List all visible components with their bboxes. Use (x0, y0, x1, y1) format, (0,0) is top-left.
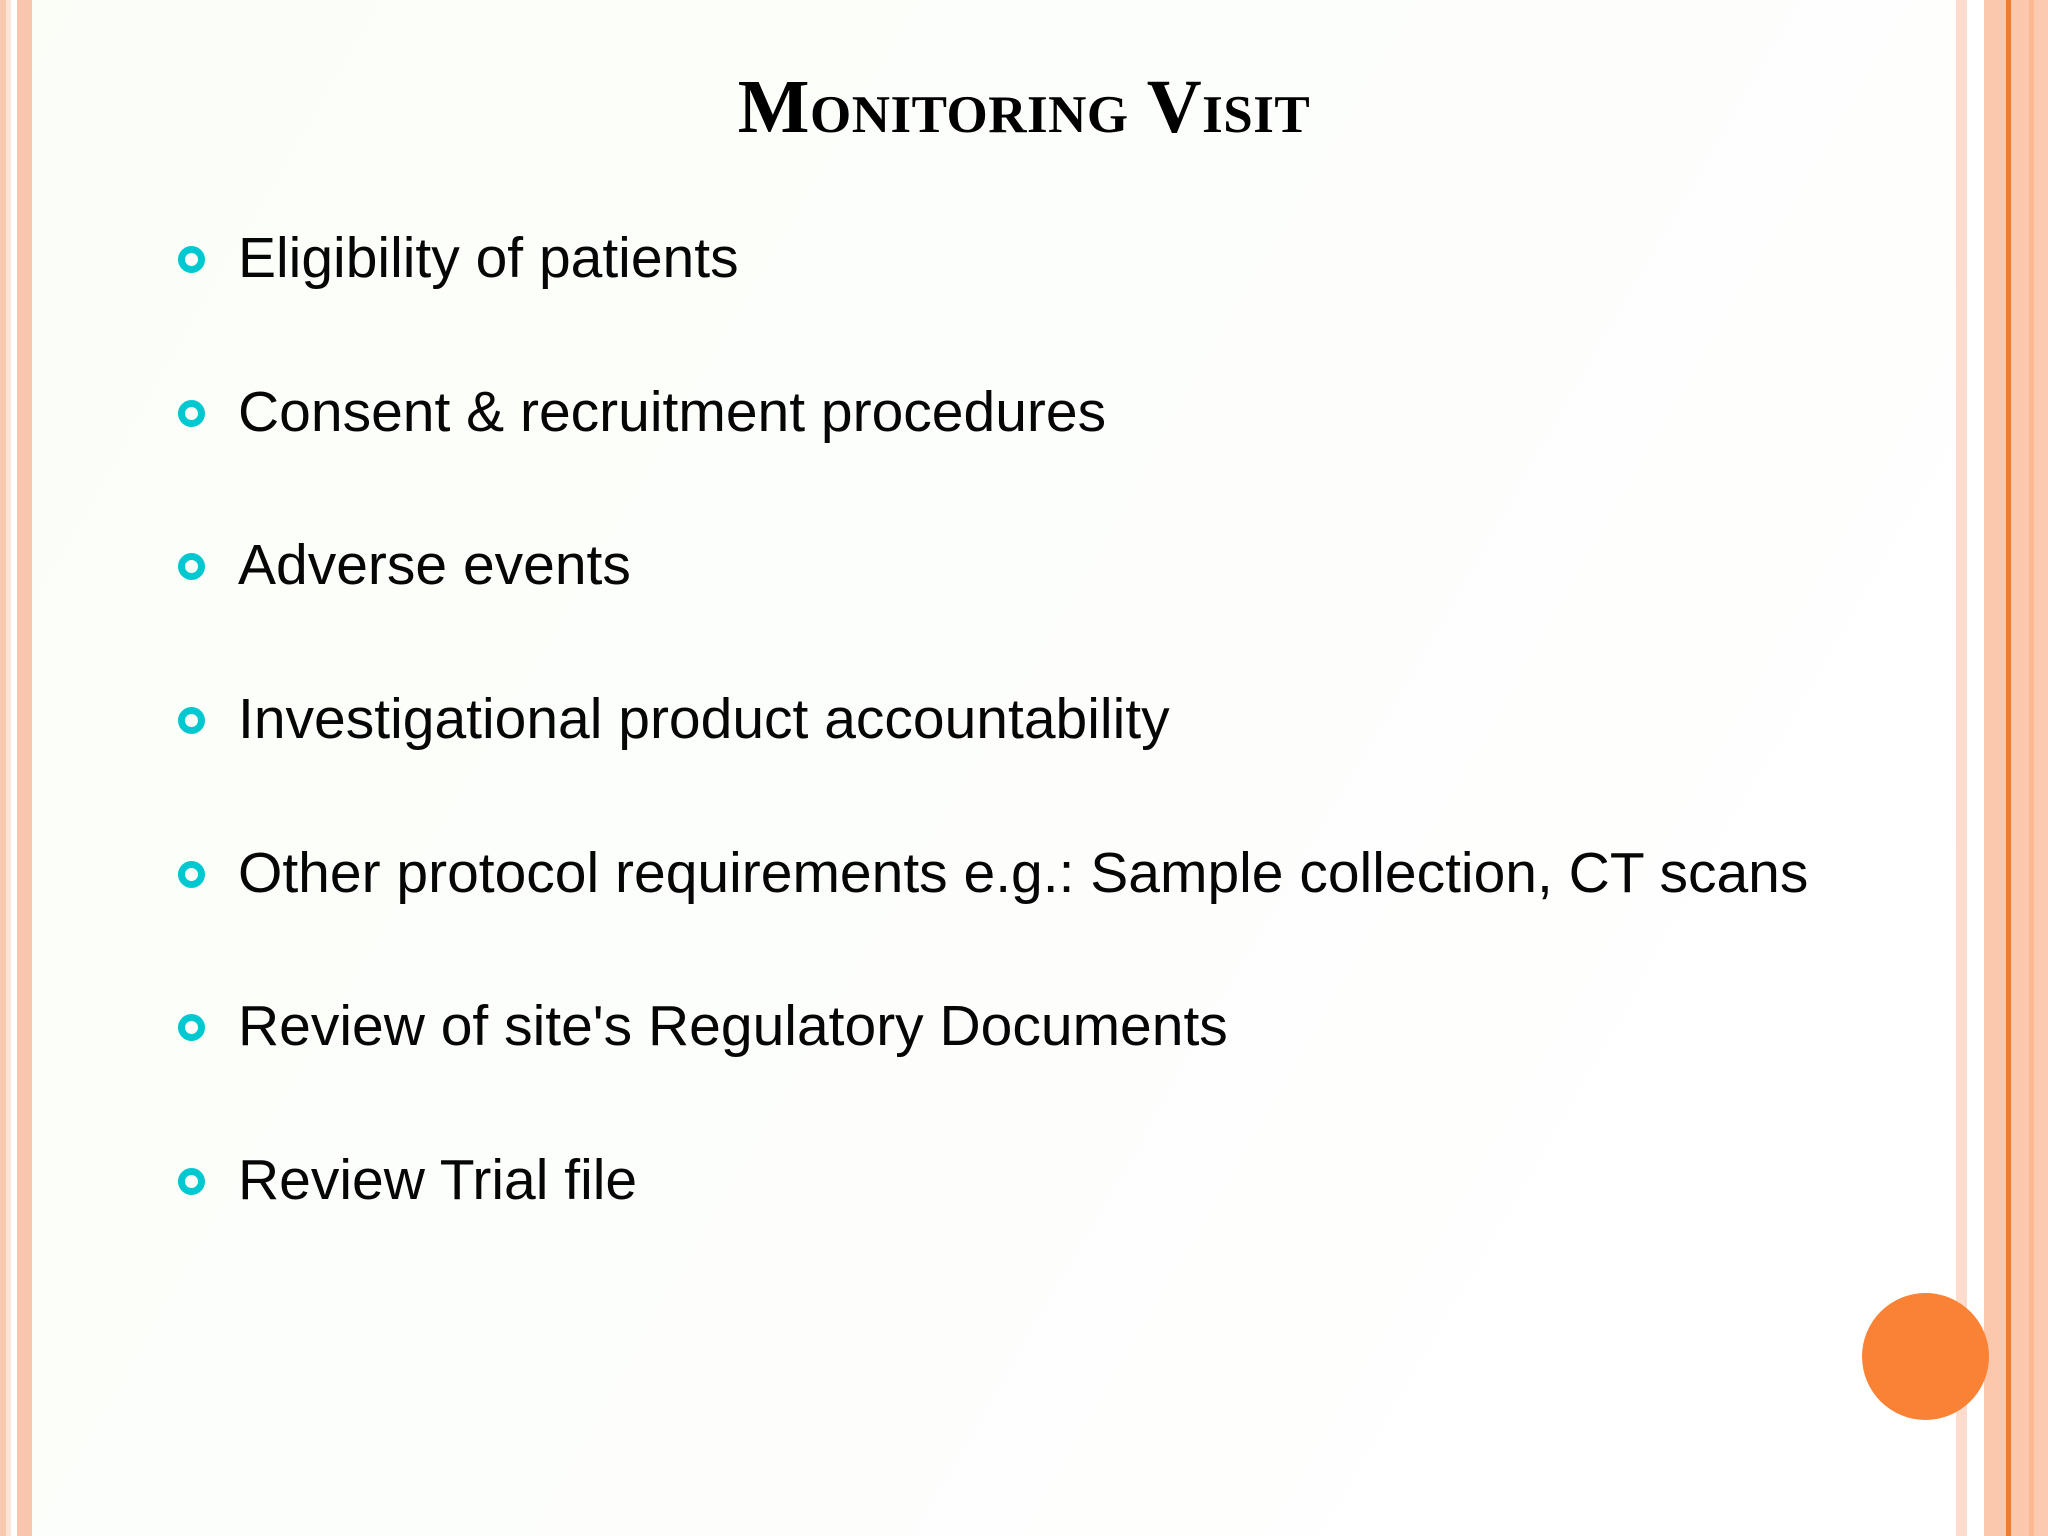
list-item-label: Adverse events (238, 533, 631, 598)
border-stripe-peach-inner (17, 0, 32, 1536)
list-item[interactable]: Review of site's Regulatory Documents (178, 993, 1968, 1060)
list-item[interactable]: Consent & recruitment procedures (178, 379, 1968, 446)
list-item-label: Review Trial file (238, 1148, 638, 1213)
slide-title: Monitoring Visit (737, 65, 1311, 149)
list-item-label: Eligibility of patients (238, 226, 739, 290)
list-item-label: Review of site's Regulatory Documents (238, 994, 1228, 1059)
list-item[interactable]: Adverse events (178, 532, 1968, 599)
list-item[interactable]: Review Trial file (178, 1147, 1968, 1214)
hollow-circle-icon (178, 707, 205, 735)
list-item[interactable]: Other protocol requirements e.g.: Sample… (178, 840, 1968, 907)
border-stripe-white (11, 0, 17, 1536)
hollow-circle-icon (178, 246, 205, 273)
border-stripe-peach-3 (2029, 0, 2034, 1536)
list-item[interactable]: Eligibility of patients (178, 225, 1968, 292)
list-item[interactable]: Investigational product accountability (178, 686, 1968, 753)
right-border-decoration (1956, 0, 2048, 1536)
hollow-circle-icon (178, 553, 205, 581)
list-item-label: Investigational product accountability (238, 687, 1170, 752)
hollow-circle-icon (178, 1014, 205, 1042)
border-stripe-peach-1 (1984, 0, 2006, 1536)
border-stripe-light (6, 0, 11, 1536)
left-border-decoration (0, 0, 32, 1536)
border-stripe-peach-2 (2011, 0, 2029, 1536)
hollow-circle-icon (178, 399, 205, 427)
border-stripe-orange-line (2006, 0, 2011, 1536)
hollow-circle-icon (178, 1168, 205, 1196)
border-stripe-white-gap (1967, 0, 1984, 1536)
filled-circle-icon (1862, 1293, 1989, 1420)
list-item-label: Consent & recruitment procedures (238, 379, 1107, 444)
hollow-circle-icon (178, 860, 205, 888)
border-stripe-peach-4 (2034, 0, 2048, 1536)
list-item-label: Other protocol requirements e.g.: Sample… (238, 840, 1809, 905)
border-stripe-peach-outer (0, 0, 6, 1536)
bullet-list: Eligibility of patients Consent & recrui… (178, 225, 1968, 1214)
